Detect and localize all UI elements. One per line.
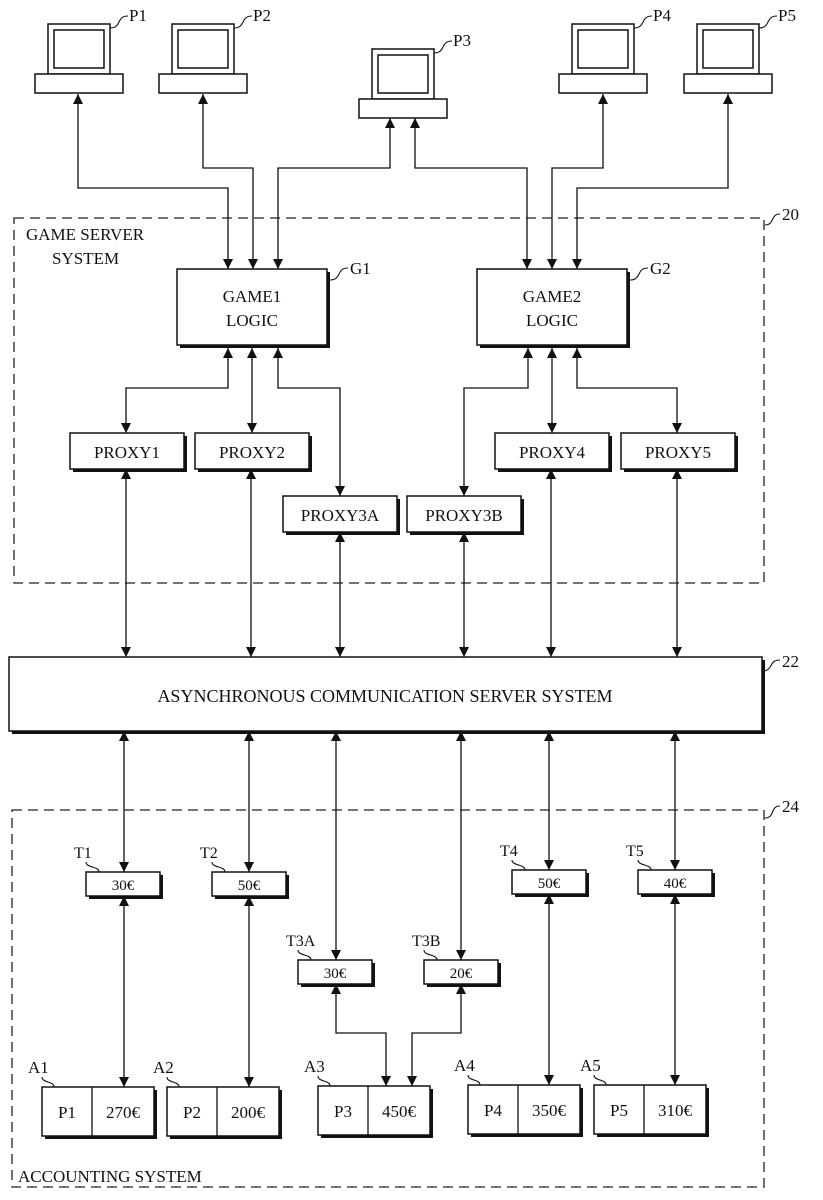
account-a3: P3 450€ A3 xyxy=(304,1057,433,1138)
account-player: P4 xyxy=(484,1101,502,1120)
async-communication-server-box: ASYNCHRONOUS COMMUNICATION SERVER SYSTEM xyxy=(9,657,765,734)
proxy-label: PROXY3B xyxy=(425,506,502,525)
game-server-system-ref: 20 xyxy=(782,205,799,224)
transaction-amount: 40€ xyxy=(664,876,687,892)
accounting-system-label: ACCOUNTING SYSTEM xyxy=(18,1167,202,1186)
proxy-box-proxy3a: PROXY3A xyxy=(283,496,400,535)
terminal-p2: P2 xyxy=(159,6,271,93)
transaction-amount: 50€ xyxy=(238,878,261,894)
connector-t3a-a3 xyxy=(336,984,386,1086)
account-balance: 200€ xyxy=(231,1103,266,1122)
proxy-box-proxy5: PROXY5 xyxy=(621,433,738,472)
game-server-system-label-line2: SYSTEM xyxy=(52,249,119,268)
transaction-t2: 50€ T2 xyxy=(200,845,289,899)
account-a4: P4 350€ A4 xyxy=(454,1056,583,1137)
transaction-ref: T1 xyxy=(74,845,92,862)
transaction-t5: 40€ T5 xyxy=(626,843,715,897)
transaction-t1: 30€ T1 xyxy=(74,845,163,899)
transaction-ref: T3A xyxy=(286,933,316,950)
proxy-box-proxy1: PROXY1 xyxy=(70,433,187,472)
terminal-ref-p3: P3 xyxy=(453,31,471,50)
connectors xyxy=(78,94,728,1087)
connector-g1-proxy1 xyxy=(126,348,228,433)
transaction-t3a: 30€ T3A xyxy=(286,933,375,987)
account-ref: A2 xyxy=(153,1058,174,1077)
game2-logic-box: GAME2 LOGIC xyxy=(477,269,630,348)
async-server-label: ASYNCHRONOUS COMMUNICATION SERVER SYSTEM xyxy=(157,686,612,706)
transactions: 30€ T1 50€ T2 30€ T3A 20€ T3B 50€ T4 40€ T5 xyxy=(74,843,715,987)
proxy-box-proxy3b: PROXY3B xyxy=(407,496,524,535)
transaction-amount: 20€ xyxy=(450,966,473,982)
account-a5: P5 310€ A5 xyxy=(580,1056,709,1137)
account-ref: A1 xyxy=(28,1058,49,1077)
proxy-label: PROXY5 xyxy=(645,443,711,462)
connector-g1-proxy3a xyxy=(278,348,340,496)
proxy-label: PROXY2 xyxy=(219,443,285,462)
transaction-amount: 50€ xyxy=(538,876,561,892)
game2-logic-line2: LOGIC xyxy=(526,311,578,330)
account-a1: P1 270€ A1 xyxy=(28,1058,157,1139)
proxy-box-proxy4: PROXY4 xyxy=(495,433,612,472)
terminal-p3: P3 xyxy=(359,31,471,118)
connector-g2-proxy5 xyxy=(577,348,677,433)
async-server-ref: 22 xyxy=(782,652,799,671)
account-player: P1 xyxy=(58,1103,76,1122)
terminal-p4: P4 xyxy=(559,6,671,93)
transaction-ref: T5 xyxy=(626,843,644,860)
connector-p5-g2 xyxy=(577,94,728,269)
account-ref: A5 xyxy=(580,1056,601,1075)
account-ref: A3 xyxy=(304,1057,325,1076)
transaction-amount: 30€ xyxy=(324,966,347,982)
transaction-ref: T4 xyxy=(500,843,518,860)
game1-logic-line2: LOGIC xyxy=(226,311,278,330)
account-balance: 270€ xyxy=(106,1103,141,1122)
game-server-system-label-line1: GAME SERVER xyxy=(26,225,145,244)
transaction-ref: T3B xyxy=(412,933,440,950)
accounts: P1 270€ A1P2 200€ A2P3 450€ A3P4 350€ A4P5 310€ A5 xyxy=(28,1056,709,1139)
account-balance: 310€ xyxy=(658,1101,693,1120)
transaction-amount: 30€ xyxy=(112,878,135,894)
terminals: P1 P2P3 P4 P5 xyxy=(35,6,796,118)
connector-g2-proxy3b xyxy=(464,348,528,496)
proxy-label: PROXY3A xyxy=(301,506,380,525)
accounting-system-ref: 24 xyxy=(782,797,800,816)
transaction-t3b: 20€ T3B xyxy=(412,933,501,987)
account-player: P2 xyxy=(183,1103,201,1122)
proxies: PROXY1 PROXY2PROXY3A PROXY3B PROXY4 PROXY5 xyxy=(70,433,738,535)
account-player: P3 xyxy=(334,1102,352,1121)
terminal-ref-p5: P5 xyxy=(778,6,796,25)
connector-p3-g1 xyxy=(278,118,390,269)
account-player: P5 xyxy=(610,1101,628,1120)
account-a2: P2 200€ A2 xyxy=(153,1058,282,1139)
transaction-t4: 50€ T4 xyxy=(500,843,589,897)
game2-logic-line1: GAME2 xyxy=(523,287,582,306)
account-balance: 350€ xyxy=(532,1101,567,1120)
terminal-ref-p2: P2 xyxy=(253,6,271,25)
game1-ref: G1 xyxy=(350,259,371,278)
proxy-label: PROXY4 xyxy=(519,443,586,462)
terminal-p1: P1 xyxy=(35,6,147,93)
terminal-p5: P5 xyxy=(684,6,796,93)
game2-ref: G2 xyxy=(650,259,671,278)
game1-logic-line1: GAME1 xyxy=(223,287,282,306)
proxy-label: PROXY1 xyxy=(94,443,160,462)
terminal-ref-p4: P4 xyxy=(653,6,671,25)
transaction-ref: T2 xyxy=(200,845,218,862)
terminal-ref-p1: P1 xyxy=(129,6,147,25)
proxy-box-proxy2: PROXY2 xyxy=(195,433,312,472)
connector-p3-g2 xyxy=(415,118,527,269)
account-ref: A4 xyxy=(454,1056,475,1075)
game1-logic-box: GAME1 LOGIC xyxy=(177,269,330,348)
account-balance: 450€ xyxy=(382,1102,417,1121)
